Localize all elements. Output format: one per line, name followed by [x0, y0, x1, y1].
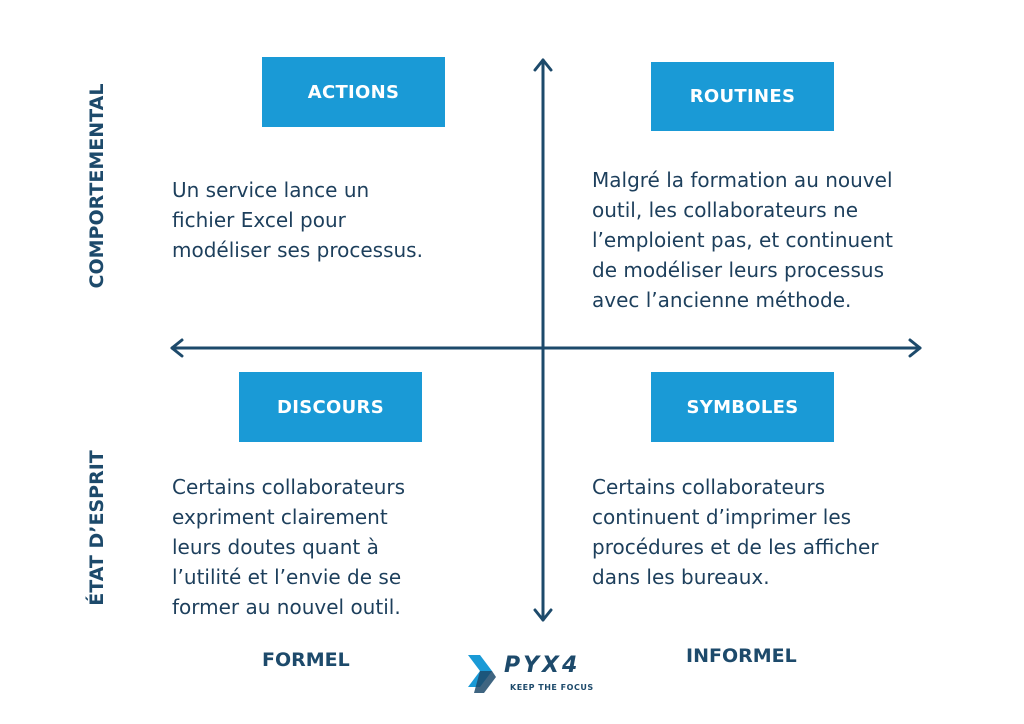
text-line: Un service lance un: [172, 178, 370, 202]
pyx4-chevron-icon: [468, 655, 496, 693]
text-line: leurs doutes quant à: [172, 535, 379, 559]
text-line: l’utilité et l’envie de se: [172, 565, 402, 589]
text-line: Certains collaborateurs: [172, 475, 406, 499]
text-line: expriment clairement: [172, 505, 388, 529]
text-line: avec l’ancienne méthode.: [592, 288, 852, 312]
logo-wordmark: PYX4: [504, 653, 581, 678]
quadrant-description-discours: Certains collaborateurs expriment claire…: [172, 472, 405, 622]
axis-title-formel: FORMEL: [262, 649, 350, 671]
text-line: procédures et de les afficher: [592, 535, 879, 559]
logo-tagline: KEEP THE FOCUS: [510, 683, 594, 692]
pyx4-logo: PYX4 KEEP THE FOCUS: [466, 651, 616, 699]
text-line: dans les bureaux.: [592, 565, 770, 589]
quadrant-label-symboles: SYMBOLES: [651, 372, 834, 442]
text-line: de modéliser leurs processus: [592, 258, 884, 282]
axis-title-etat-d-esprit: ÉTAT D’ESPRIT: [86, 450, 108, 606]
text-line: modéliser ses processus.: [172, 238, 423, 262]
text-line: Certains collaborateurs: [592, 475, 826, 499]
text-line: l’emploient pas, et continuent: [592, 228, 893, 252]
quadrant-description-symboles: Certains collaborateurs continuent d’imp…: [592, 472, 879, 592]
right-arrowhead: [908, 338, 922, 358]
quadrant-label-routines: ROUTINES: [651, 62, 834, 131]
axis-title-comportemental: COMPORTEMENTAL: [86, 83, 108, 289]
axis-title-informel: INFORMEL: [686, 645, 797, 667]
text-line: continuent d’imprimer les: [592, 505, 852, 529]
quadrant-label-actions: ACTIONS: [262, 57, 445, 127]
text-line: Malgré la formation au nouvel: [592, 168, 893, 192]
quadrant-label-discours: DISCOURS: [239, 372, 422, 442]
text-line: fichier Excel pour: [172, 208, 346, 232]
quadrant-description-actions: Un service lance un fichier Excel pour m…: [172, 175, 423, 265]
quadrant-description-routines: Malgré la formation au nouvel outil, les…: [592, 165, 893, 315]
bottom-arrowhead: [533, 608, 553, 622]
text-line: former au nouvel outil.: [172, 595, 401, 619]
left-arrowhead: [170, 338, 184, 358]
text-line: outil, les collaborateurs ne: [592, 198, 859, 222]
top-arrowhead: [533, 58, 553, 72]
